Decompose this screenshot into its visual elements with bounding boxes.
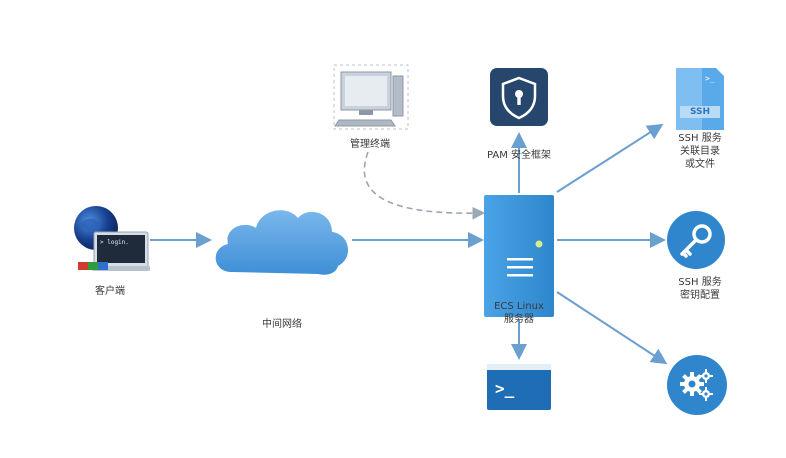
arrow-admin-to-server xyxy=(363,151,486,220)
ssh-key-label: SSH 服务 密钥配置 xyxy=(660,276,740,302)
client-screen-text: > login. xyxy=(100,239,129,246)
ssh-prompt: >_ xyxy=(705,74,715,83)
client-node[interactable]: > login. xyxy=(70,204,152,274)
terminal-node[interactable]: >_ xyxy=(487,364,551,410)
ssh-dir-label: SSH 服务 关联目录 或文件 xyxy=(660,132,740,171)
admin-monitor-icon xyxy=(333,64,409,130)
ssh-key-label-line2: 密钥配置 xyxy=(680,290,720,301)
ssh-dir-node[interactable]: >_ SSH xyxy=(672,66,728,132)
ssh-key-label-line1: SSH 服务 xyxy=(678,277,722,288)
shield-lock-icon xyxy=(490,68,548,126)
arrow-server-to-settings xyxy=(556,291,668,365)
admin-label: 管理终端 xyxy=(350,139,390,150)
ssh-key-node[interactable] xyxy=(666,210,726,270)
cloud-icon xyxy=(215,210,349,275)
gears-icon xyxy=(667,355,727,415)
network-node[interactable] xyxy=(208,198,356,286)
pam-node[interactable] xyxy=(490,68,548,126)
ssh-dir-label-line1: SSH 服务 xyxy=(678,133,722,144)
terminal-icon xyxy=(487,364,551,410)
ssh-dir-label-line2: 关联目录 xyxy=(680,146,720,157)
settings-node[interactable] xyxy=(666,354,728,416)
ssh-badge: SSH xyxy=(689,107,711,117)
client-laptop-icon xyxy=(74,206,150,271)
terminal-prompt: >_ xyxy=(495,379,515,398)
server-node[interactable] xyxy=(483,194,555,318)
network-label: 中间网络 xyxy=(262,319,302,330)
client-label: 客户端 xyxy=(95,286,125,297)
server-label-line1: ECS Linux xyxy=(494,301,544,312)
server-icon xyxy=(484,195,554,317)
key-icon xyxy=(667,211,725,269)
ssh-document-icon xyxy=(676,68,724,130)
pam-label: PAM 安全框架 xyxy=(486,150,552,161)
ssh-dir-label-line3: 或文件 xyxy=(685,159,715,170)
arrow-server-to-ssh-dir xyxy=(556,123,664,193)
admin-node[interactable] xyxy=(333,64,409,130)
server-label-line2: 服务器 xyxy=(504,314,534,325)
